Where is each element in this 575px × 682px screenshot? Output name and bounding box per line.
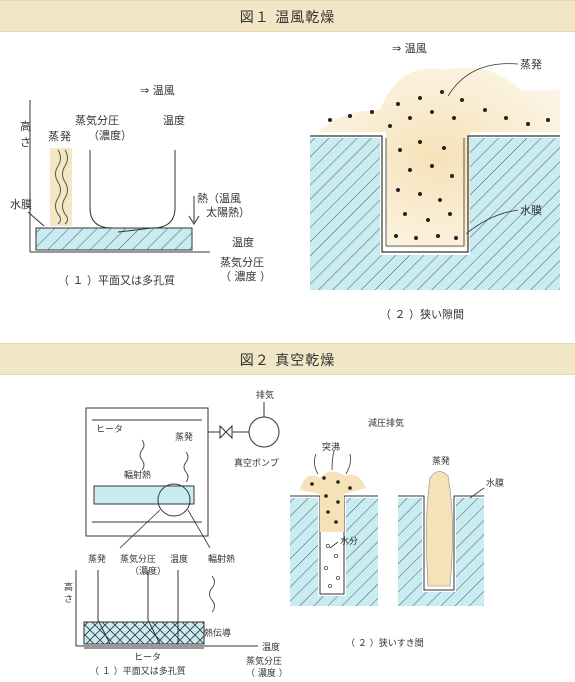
temp-right-label: 温度 xyxy=(232,235,254,249)
fig1-banner: 図１ 温風乾燥 xyxy=(0,0,575,32)
height-label-1: 高 xyxy=(20,119,31,133)
pump-label: 真空ポンプ xyxy=(234,457,279,469)
fig2-heater: ヒータ xyxy=(134,652,161,663)
fig2-title: 図２ 真空乾燥 xyxy=(239,353,336,369)
fig2-right-caption: （ ２ ）狭いすき間 xyxy=(346,637,424,649)
wind-label-right: ⇒ 温風 xyxy=(392,42,427,55)
fig2-height-1: 高 xyxy=(64,581,73,593)
heat-label-2: 太陽熱） xyxy=(206,206,250,219)
fig2-vapor-2: （濃度） xyxy=(130,565,166,577)
evap-label-2: 発 xyxy=(60,129,71,143)
fig2-conduction: 熱伝導 xyxy=(204,627,231,639)
fig2-vapor-right-1: 蒸気分圧 xyxy=(246,655,282,667)
chamber-evap-label: 蒸発 xyxy=(175,431,193,443)
vapor-label-1: 蒸気分圧 xyxy=(75,113,119,127)
fig1-title: 図１ 温風乾燥 xyxy=(239,10,336,26)
exhaust-label: 排気 xyxy=(256,389,274,401)
moisture-label: 水分 xyxy=(340,535,358,547)
heat-label-1: 熱（温風 xyxy=(197,192,241,205)
vapor-right-2: （ 濃度 ） xyxy=(220,269,271,283)
fig2-vapor-right-2: （ 濃度 ） xyxy=(246,667,288,679)
height-label-2: さ xyxy=(20,136,31,149)
fig2-left-diagram: 高 さ 蒸発 蒸気分圧 （濃度） 温度 輻射熱 熱伝導 温度 ヒータ （ １ ）… xyxy=(64,553,288,679)
fig2-film-label: 水膜 xyxy=(486,477,504,489)
fig2-evap-right: 蒸発 xyxy=(432,455,450,467)
fig1-right-caption: （ ２ ）狭い隙間 xyxy=(380,307,464,321)
fig1-left-caption: （ １ ）平面又は多孔質 xyxy=(58,273,175,287)
fig2-temp-right: 温度 xyxy=(262,641,280,653)
evap-label-1: 蒸 xyxy=(48,130,59,143)
fig2-vapor-1: 蒸気分圧 xyxy=(120,553,156,565)
film-label-right: 水膜 xyxy=(520,204,542,217)
fig2-evap-label: 蒸発 xyxy=(88,553,106,565)
wind-label-left: ⇒ 温風 xyxy=(140,84,175,97)
fig2-radiant: 輻射熱 xyxy=(208,553,235,565)
vapor-label-2: （濃度） xyxy=(88,128,132,142)
reduced-label: 減圧排気 xyxy=(368,417,404,429)
fig1-right-diagram: ⇒ 温風 蒸発 水膜 （ ２ ）狭い隙間 xyxy=(310,42,560,321)
evap-label-right: 蒸発 xyxy=(520,57,542,71)
vacuum-chamber: ヒータ 蒸発 輻射熱 排気 真空ポンプ xyxy=(85,389,280,549)
bump-label: 突沸 xyxy=(322,441,340,453)
fig2-banner: 図２ 真空乾燥 xyxy=(0,343,575,375)
chamber-heater-label: ヒータ xyxy=(96,424,123,435)
vapor-right-1: 蒸気分圧 xyxy=(220,255,264,269)
fig2-right-diagram: 突沸 水分 減圧排気 蒸発 水膜 （ ２ ）狭いすき間 xyxy=(290,417,504,649)
temp-top-label: 温度 xyxy=(163,113,185,127)
fig2-temp-top: 温度 xyxy=(170,553,188,565)
film-label-left: 水膜 xyxy=(10,198,32,211)
fig1-left-diagram: 高 さ 蒸 発 蒸気分圧 （濃度） 温度 ⇒ 温風 水膜 熱（温風 太陽熱） 温… xyxy=(10,84,271,287)
fig2-left-caption: （ １ ）平面又は多孔質 xyxy=(90,665,186,677)
chamber-radiant-label: 輻射熱 xyxy=(124,469,151,481)
fig2-height-2: さ xyxy=(64,594,73,605)
